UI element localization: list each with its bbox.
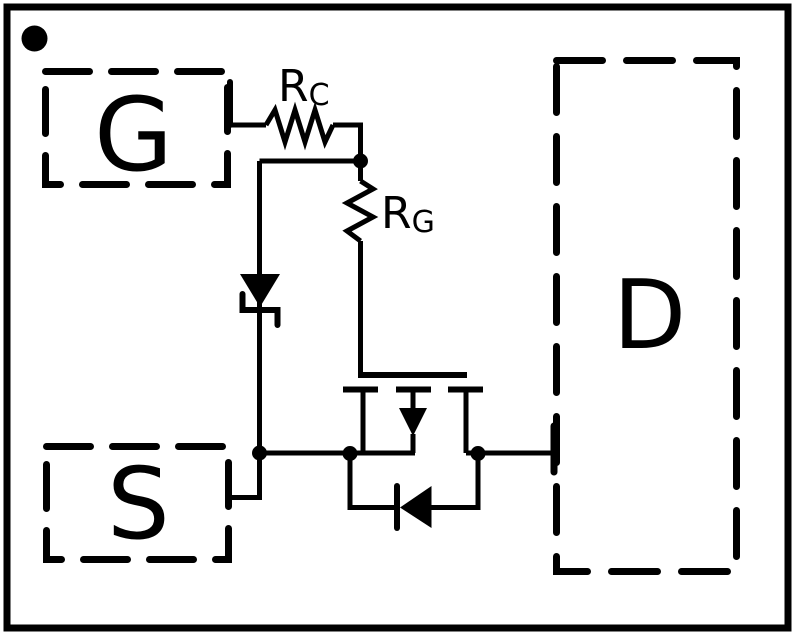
resistor-rg-icon xyxy=(341,161,379,373)
rg-symbol: R xyxy=(381,188,412,239)
gate-pad-label: G xyxy=(94,76,174,195)
body-diode-icon xyxy=(347,453,481,531)
mosfet-icon xyxy=(343,372,483,453)
resistor-rg-label: RG xyxy=(381,192,435,238)
rc-symbol: R xyxy=(278,61,309,112)
rc-subscript: C xyxy=(308,78,330,113)
source-pad-box xyxy=(43,443,232,563)
body-diode-wire-right xyxy=(431,453,481,510)
gate-pad-box xyxy=(42,68,231,188)
source-pad-label: S xyxy=(107,447,170,562)
resistor-rc-icon xyxy=(263,101,336,151)
drain-pad-label: D xyxy=(613,261,687,371)
mosfet-body-arrow xyxy=(399,408,427,436)
resistor-rc-label: RC xyxy=(278,65,330,111)
body-diode-wire-left xyxy=(347,453,394,510)
wire-to-source-pad xyxy=(231,453,262,500)
zener-cathode-bar xyxy=(239,291,281,328)
body-diode-triangle xyxy=(400,486,432,528)
drain-pad-box xyxy=(553,57,740,575)
rg-zigzag xyxy=(341,178,379,244)
zener-diode-icon xyxy=(239,274,281,328)
pin1-marker-icon xyxy=(21,25,48,52)
package-outline xyxy=(3,3,792,632)
zener-anode-triangle xyxy=(240,274,280,307)
rg-subscript: G xyxy=(411,205,435,240)
wire-rc-to-node xyxy=(333,122,363,158)
